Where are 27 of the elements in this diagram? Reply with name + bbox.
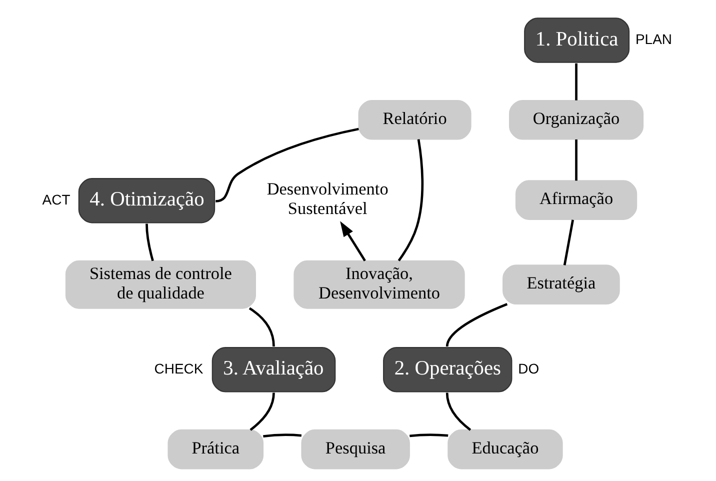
connector	[575, 62, 578, 100]
connector	[263, 433, 302, 437]
connector	[410, 433, 448, 437]
arrow	[340, 220, 366, 261]
node-box: Estratégia	[502, 264, 620, 304]
node-text: Desenvolvimento Sustentável	[266, 178, 388, 218]
connector	[563, 219, 574, 265]
node-box: Sistemas de controle de qualidade	[65, 260, 256, 308]
connector	[216, 127, 359, 202]
node-box: Inovação, Desenvolvimento	[294, 260, 465, 308]
node-box: Educação	[448, 428, 563, 469]
connector	[398, 138, 424, 261]
node-box: Organização	[508, 99, 644, 140]
node-box: Afirmação	[515, 180, 638, 220]
connector	[575, 138, 578, 180]
connector	[248, 306, 275, 346]
node-box: Relatório	[358, 99, 472, 140]
node-label: ACT	[42, 190, 70, 207]
node-box: Pesquisa	[301, 428, 410, 469]
node-label: CHECK	[154, 360, 204, 376]
node-label: PLAN	[635, 30, 672, 46]
node-box: Prática	[168, 428, 264, 469]
connector	[250, 392, 275, 430]
connector	[446, 392, 472, 430]
connector	[146, 223, 154, 261]
connector	[446, 302, 508, 346]
node-label: DO	[518, 360, 540, 376]
